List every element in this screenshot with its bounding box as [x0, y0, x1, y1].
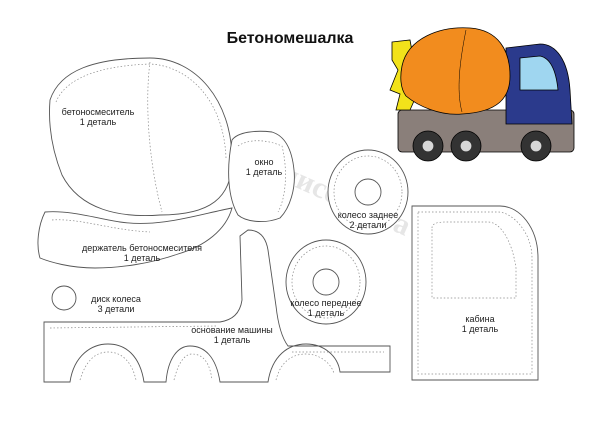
label-cabin: кабина 1 деталь: [452, 314, 508, 334]
label-front-wheel: колесо переднее 1 деталь: [288, 298, 364, 318]
drum: [400, 27, 511, 115]
finished-toy-illustration: [389, 27, 575, 162]
label-drum-holder-name: держатель бетоносмесителя: [81, 243, 203, 253]
label-wheel-disc: диск колеса 3 детали: [86, 294, 146, 314]
hub-1: [422, 140, 434, 152]
label-drum-name: бетоносмеситель: [61, 107, 135, 117]
label-rear-wheel: колесо заднее 2 детали: [330, 210, 406, 230]
drum-piece: [49, 57, 233, 216]
window-piece: [228, 130, 295, 222]
label-window: окно 1 деталь: [236, 157, 292, 177]
drum-holder-piece: [37, 207, 233, 269]
label-base-name: основание машины: [191, 325, 273, 335]
label-drum-qty: 1 деталь: [79, 117, 117, 127]
hub-2: [460, 140, 472, 152]
front-wheel-piece: [285, 239, 367, 325]
label-rear-wheel-name: колесо заднее: [337, 210, 399, 220]
label-cabin-name: кабина: [465, 314, 495, 324]
label-wheel-disc-qty: 3 детали: [97, 304, 135, 314]
label-cabin-qty: 1 деталь: [461, 324, 499, 334]
hub-3: [530, 140, 542, 152]
label-base-qty: 1 деталь: [213, 335, 251, 345]
label-front-wheel-qty: 1 деталь: [307, 308, 345, 318]
label-drum-holder-qty: 1 деталь: [123, 253, 161, 263]
cabin-piece: [411, 205, 539, 381]
label-window-qty: 1 деталь: [245, 167, 283, 177]
label-window-name: окно: [254, 157, 274, 167]
wheel-disc-piece: [51, 285, 77, 311]
label-wheel-disc-name: диск колеса: [91, 294, 141, 304]
label-base: основание машины 1 деталь: [182, 325, 282, 345]
rear-wheel-piece: [327, 149, 409, 235]
label-drum: бетоносмеситель 1 деталь: [58, 107, 138, 127]
cab-window: [519, 55, 559, 91]
page-title: Бетономешалка: [226, 30, 354, 47]
label-rear-wheel-qty: 2 детали: [349, 220, 387, 230]
label-drum-holder: держатель бетоносмесителя 1 деталь: [80, 243, 204, 263]
label-front-wheel-name: колесо переднее: [290, 298, 362, 308]
base-piece: [43, 229, 391, 383]
drum-seam: [458, 29, 467, 113]
